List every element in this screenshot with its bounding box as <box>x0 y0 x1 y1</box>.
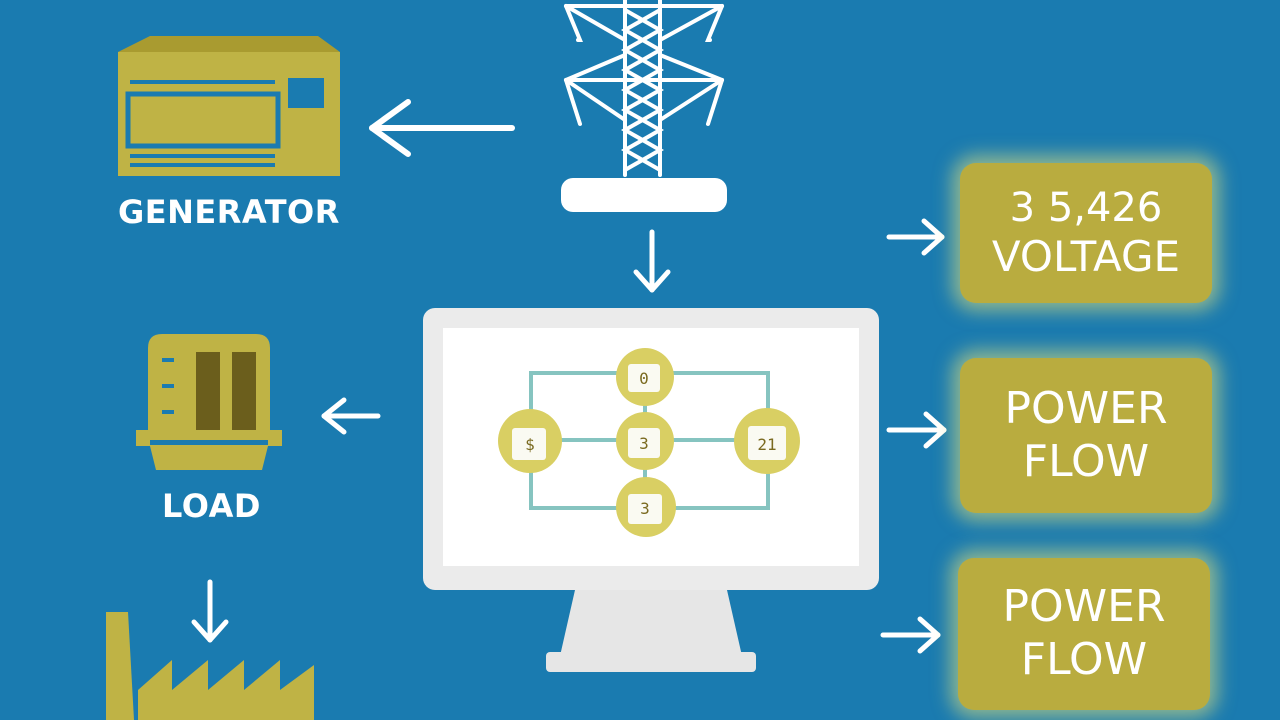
load-icon <box>136 334 282 470</box>
load-label: LOAD <box>162 487 261 525</box>
transmission-tower-icon <box>564 0 724 177</box>
voltage-value: 3 5,426 <box>1009 184 1163 231</box>
network-node-right-label: 21 <box>757 435 776 454</box>
arrow-to-power-flow-1 <box>886 411 947 449</box>
network-node-top: 0 <box>616 348 674 406</box>
power-flow-box-2: POWER FLOW <box>958 558 1210 710</box>
network-node-bottom-label: 3 <box>640 499 650 518</box>
power-flow-1-line-2: FLOW <box>1022 435 1150 487</box>
generator-label: GENERATOR <box>118 193 340 231</box>
network-node-top-label: 0 <box>639 369 649 388</box>
arrow-load-to-factory <box>191 579 229 643</box>
power-flow-2-line-1: POWER <box>1002 581 1166 633</box>
network-node-left: $ <box>498 409 562 473</box>
generator-icon <box>118 36 340 176</box>
power-flow-1-line-1: POWER <box>1004 382 1168 434</box>
voltage-caption: VOLTAGE <box>991 231 1181 281</box>
power-flow-2-line-2: FLOW <box>1020 634 1148 685</box>
arrow-monitor-to-load <box>321 397 381 435</box>
arrow-tower-to-monitor <box>633 229 671 293</box>
network-node-center-label: 3 <box>639 434 649 453</box>
tower-base <box>561 178 727 212</box>
network-node-left-label: $ <box>525 435 535 454</box>
network-node-center: 3 <box>616 412 674 470</box>
power-flow-box-1: POWER FLOW <box>960 358 1212 513</box>
factory-icon <box>106 612 314 720</box>
network-node-right: 21 <box>734 408 800 474</box>
voltage-box: 3 5,426 VOLTAGE <box>960 163 1212 303</box>
arrow-to-voltage <box>886 218 945 256</box>
network-node-bottom: 3 <box>616 477 676 537</box>
arrow-to-power-flow-2 <box>880 616 941 654</box>
network-diagram: 0 $ 3 21 3 <box>498 348 800 537</box>
arrow-tower-to-generator <box>369 99 515 157</box>
